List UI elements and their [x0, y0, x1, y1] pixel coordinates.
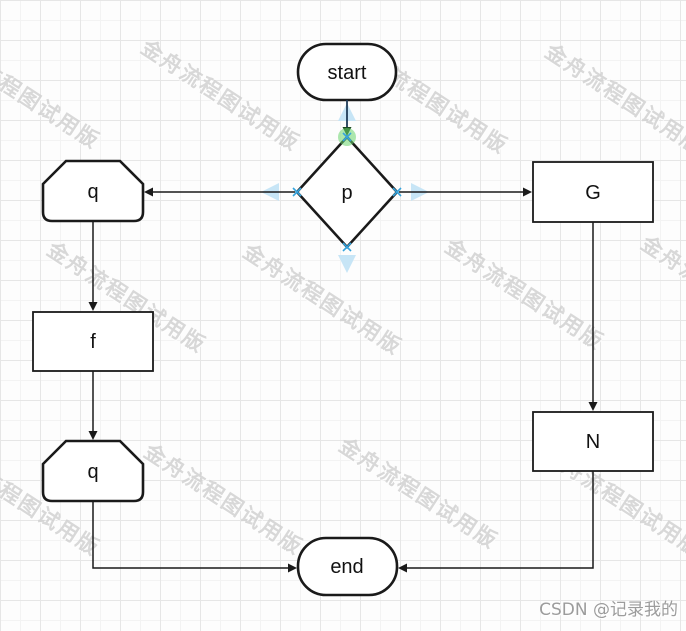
port-marker-right-icon[interactable]: [392, 187, 402, 197]
manual-operation-shape[interactable]: [41, 159, 145, 223]
node-n[interactable]: N: [532, 411, 654, 472]
edge-q2-end[interactable]: [92, 501, 297, 573]
arrowhead-icon: [288, 563, 297, 573]
node-start[interactable]: start: [296, 42, 398, 102]
node-label: G: [585, 182, 601, 204]
node-label: p: [341, 182, 352, 204]
node-label: q: [87, 461, 98, 483]
node-g[interactable]: G: [532, 161, 654, 223]
edge-p-q1[interactable]: [144, 187, 295, 197]
node-label: q: [87, 181, 98, 203]
node-label: f: [90, 331, 96, 353]
port-marker-bottom-icon[interactable]: [342, 242, 352, 252]
csdn-credit: CSDN @记录我的: [539, 600, 678, 620]
node-q2[interactable]: q: [41, 439, 145, 503]
arrowhead-icon: [398, 563, 407, 573]
hint-arrow-down-icon[interactable]: [338, 255, 356, 273]
node-end[interactable]: end: [296, 536, 399, 597]
edge-f-q2[interactable]: [88, 371, 98, 440]
node-q1[interactable]: q: [41, 159, 145, 223]
edge-q1-f[interactable]: [88, 221, 98, 311]
manual-operation-shape[interactable]: [41, 439, 145, 503]
arrowhead-icon: [588, 402, 598, 411]
node-decision-p[interactable]: p: [295, 135, 399, 249]
node-label: start: [328, 62, 367, 84]
node-label: end: [330, 556, 363, 578]
process-shape[interactable]: [32, 311, 154, 372]
node-f[interactable]: f: [32, 311, 154, 372]
edge-p-g[interactable]: [399, 187, 532, 197]
node-label: N: [586, 431, 600, 453]
terminator-shape[interactable]: [296, 536, 399, 597]
edge-g-n[interactable]: [588, 222, 598, 411]
arrowhead-icon: [144, 187, 153, 197]
process-shape[interactable]: [532, 411, 654, 472]
edge-n-end[interactable]: [398, 471, 594, 573]
arrowhead-icon: [523, 187, 532, 197]
port-marker-top-icon[interactable]: [342, 132, 352, 142]
arrowhead-icon: [88, 431, 98, 440]
arrowhead-icon: [88, 302, 98, 311]
port-marker-left-icon[interactable]: [292, 187, 302, 197]
